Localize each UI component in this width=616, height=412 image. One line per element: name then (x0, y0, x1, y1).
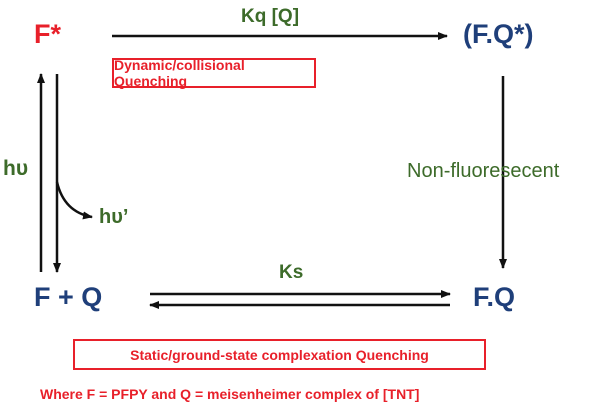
excitation-label: hυ (3, 157, 29, 180)
excited-complex-label: (F.Q*) (463, 19, 534, 49)
static-rate-label: Ks (279, 262, 304, 283)
excited-fluorophore-label: F* (34, 19, 61, 49)
non-fluorescent-label: Non-fluoresecent (407, 160, 560, 182)
fluorescence-emission-curve (55, 181, 93, 220)
dynamic-rate-label: Kq [Q] (241, 6, 300, 27)
dynamic-quenching-box: Dynamic/collisional Quenching (112, 57, 316, 89)
footnote: Where F = PFPY and Q = meisenheimer comp… (40, 386, 420, 402)
static-quenching-box: Static/ground-state complexation Quenchi… (73, 339, 486, 370)
ground-pair-label: F + Q (34, 282, 103, 312)
emission-label: hυ’ (99, 206, 129, 228)
ground-complex-label: F.Q (473, 282, 516, 312)
